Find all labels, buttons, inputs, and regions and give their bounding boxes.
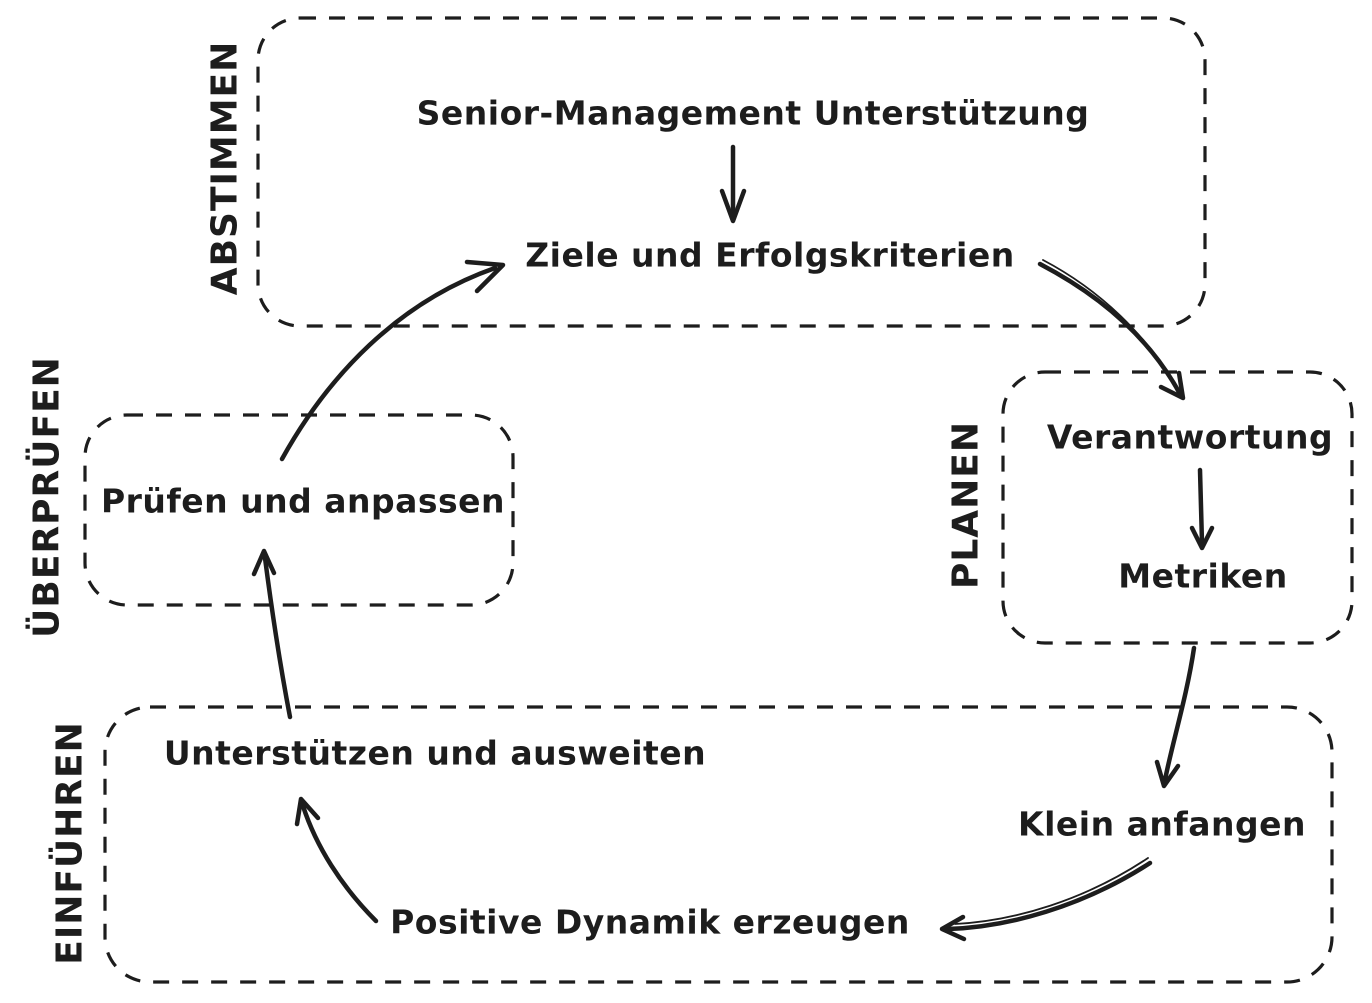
arrow-positive-to-unterstuetzen [294,796,379,924]
phase-label-einfuehren: EINFÜHREN [49,721,91,965]
arrow-metriken-to-klein [1154,645,1197,789]
node-unterstuetzen: Unterstützen und ausweiten [163,733,707,773]
phase-label-abstimmen: ABSTIMMEN [204,40,246,296]
node-klein-anfangen: Klein anfangen [1018,804,1306,844]
ueberpruefen-box [83,413,515,607]
node-positive-dynamik: Positive Dynamik erzeugen [390,902,910,942]
node-metriken: Metriken [1118,556,1288,596]
arrow-unterstuetzen-to-pruefen [251,548,293,720]
phase-label-ueberpruefen: ÜBERPRÜFEN [26,356,68,638]
planen-box [1001,370,1354,645]
arrow-ziele-to-verantwortung [1037,259,1186,401]
arrow-pruefen-to-ziele [279,259,506,462]
arrow-klein-to-positive [939,857,1153,942]
node-pruefen-anpassen: Prüfen und anpassen [100,481,506,521]
einfuehren-box [103,705,1334,984]
arrow-senior-to-ziele [719,144,747,224]
node-verantwortung: Verantwortung [1046,417,1334,457]
node-senior-management: Senior-Management Unterstützung [416,93,1090,133]
arrow-verantwortung-to-metriken [1189,467,1215,551]
node-ziele: Ziele und Erfolgskriterien [525,235,1015,275]
phase-label-planen: PLANEN [945,420,987,590]
